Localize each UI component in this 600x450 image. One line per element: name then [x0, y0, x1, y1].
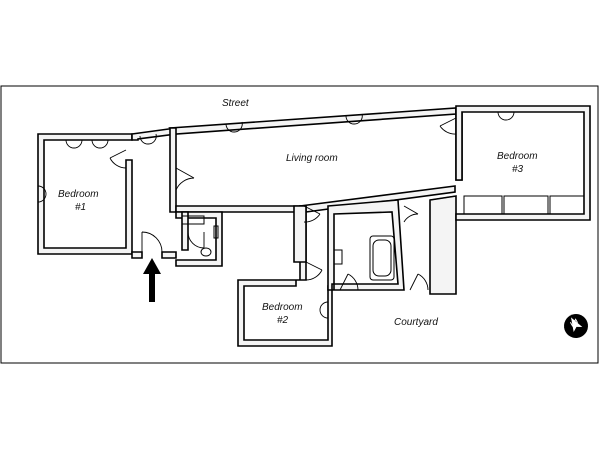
- entry-hall: [131, 127, 177, 259]
- bedroom-1-number: #1: [75, 202, 86, 213]
- compass-icon: [564, 314, 588, 338]
- toilet-icon: [200, 247, 212, 257]
- bedroom-3: [455, 105, 591, 221]
- plan-frame: [0, 85, 599, 364]
- living-room-label: Living room: [286, 153, 338, 164]
- bathtub-icon: [369, 235, 395, 281]
- bathroom: [327, 199, 429, 291]
- bedroom-2: [237, 205, 333, 347]
- street-label: Street: [222, 98, 250, 109]
- wc: [175, 211, 223, 267]
- sink-icon: [213, 225, 219, 239]
- sink-icon: [333, 249, 343, 265]
- bedroom-2-number: #2: [277, 315, 289, 326]
- bedroom-1-label: Bedroom: [58, 189, 99, 200]
- bedroom-2-label: Bedroom: [262, 302, 303, 313]
- closet: [429, 195, 457, 295]
- bedroom-3-label: Bedroom: [497, 151, 538, 162]
- bedroom-3-number: #3: [512, 164, 524, 175]
- entrance-arrow-icon: [143, 258, 161, 302]
- courtyard-label: Courtyard: [394, 317, 438, 328]
